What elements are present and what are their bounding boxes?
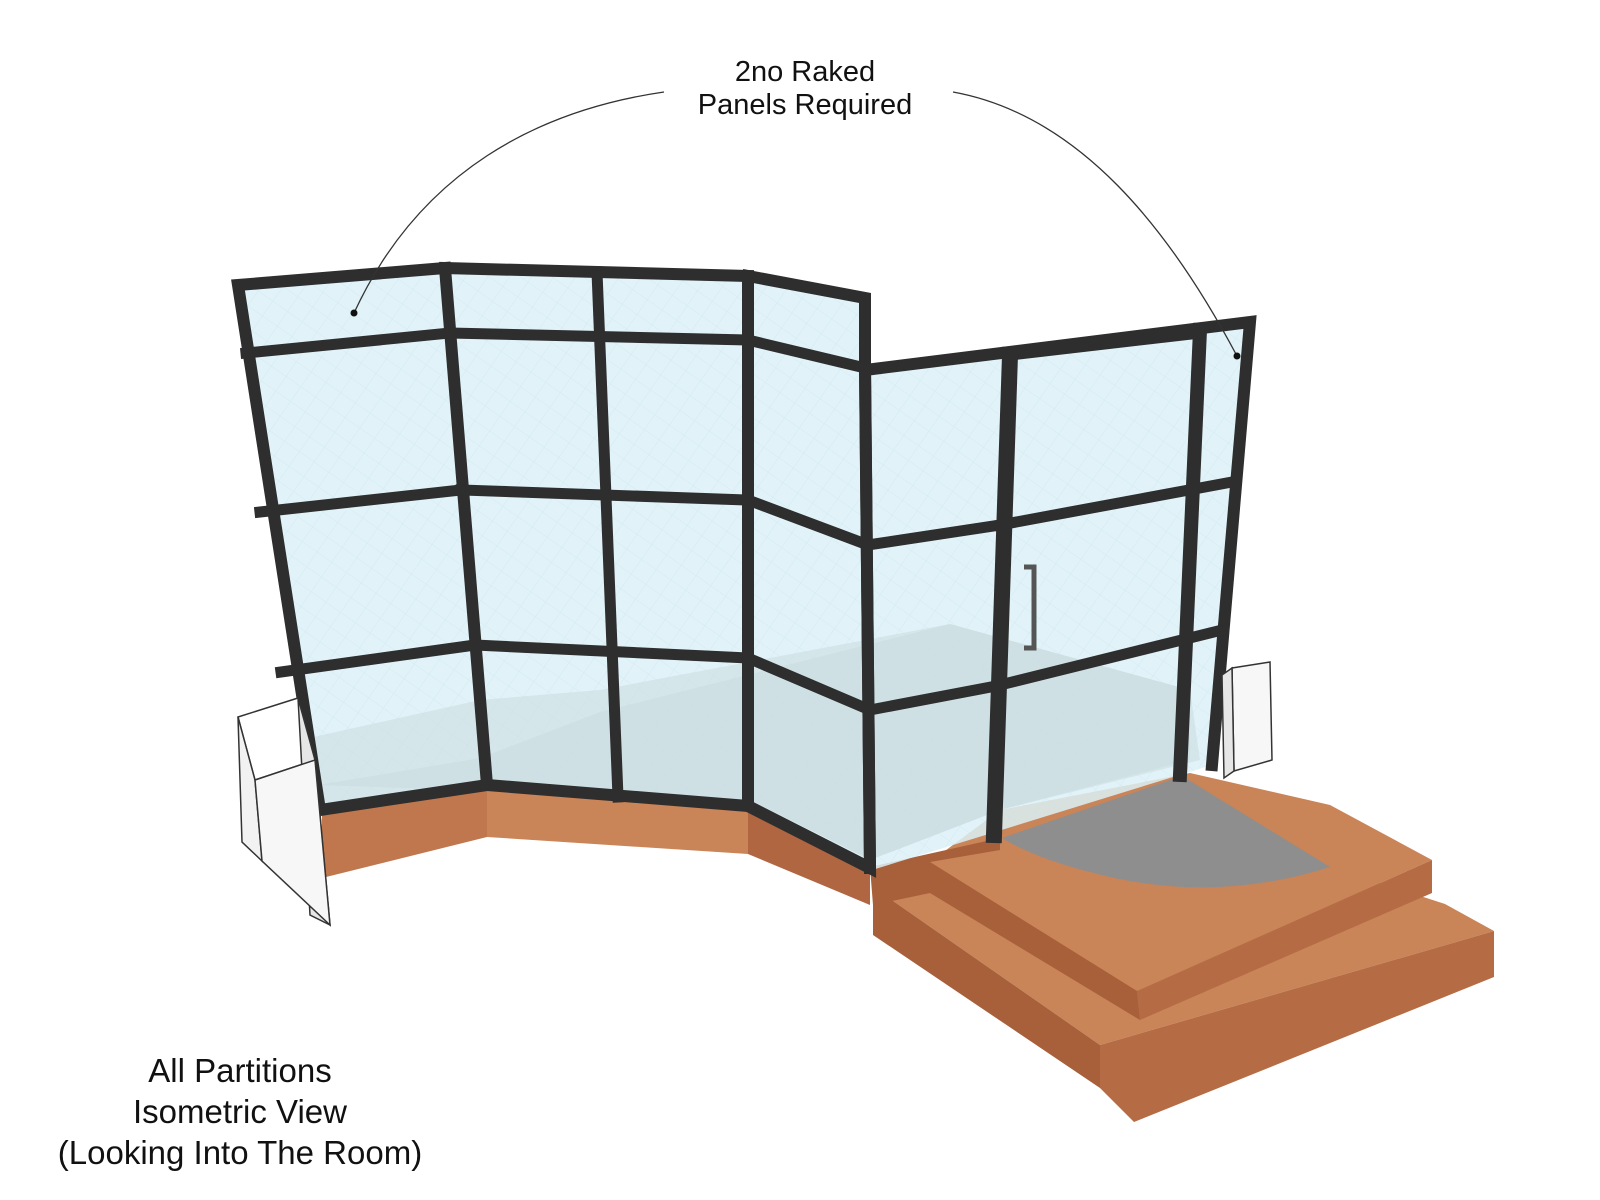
frame-angled-transom-3	[740, 650, 878, 718]
upper-step-front	[1137, 860, 1432, 1020]
lower-step-front	[1100, 931, 1494, 1122]
leader-line-left	[353, 91, 665, 314]
lower-step-side	[873, 887, 1100, 1088]
frame-left-transom-3	[274, 638, 482, 679]
frame-middle-transom-2	[455, 484, 754, 506]
steel-frame	[231, 261, 1257, 878]
frame-middle-transom-3	[469, 639, 754, 664]
wall-end-block-right	[1221, 661, 1273, 780]
timber-steps	[873, 773, 1494, 1122]
upper-step-side	[930, 862, 1140, 1020]
wall-end-block-left	[237, 697, 331, 927]
caption-line-1: All Partitions	[148, 1052, 332, 1089]
frame-door-transom-2	[989, 623, 1229, 693]
frame-door-transom-1	[993, 475, 1239, 532]
caption-line-3: (Looking Into The Room)	[57, 1134, 423, 1171]
frame-middle-transom-1	[444, 327, 754, 346]
leader-dot-right	[1233, 352, 1241, 360]
door-pull-handle	[1024, 564, 1037, 651]
frame-angled-transom-1	[741, 333, 872, 375]
frame-right-transom-2	[863, 679, 1003, 717]
threshold-plate	[1002, 776, 1330, 888]
leader-line-right	[952, 91, 1238, 357]
frame-middle-mullion	[591, 266, 624, 803]
frame-left-transom-2	[253, 483, 468, 519]
frame-door-jamb-right	[1172, 322, 1208, 783]
plinth-right-face	[748, 806, 870, 905]
frame-right-transom-1	[861, 518, 1007, 552]
frame-door-jamb-left	[985, 346, 1019, 844]
drawing-caption: All Partitions Isometric View (Looking I…	[20, 1050, 460, 1173]
frame-door-top-rail	[1003, 326, 1207, 362]
leader-dot-left	[350, 309, 358, 317]
frame-angled-transom-2	[740, 492, 876, 553]
callout-leaders	[353, 91, 1238, 357]
callout-line-1: 2no Raked	[734, 56, 876, 88]
plinth-return-face	[870, 838, 1000, 905]
caption-line-2: Isometric View	[133, 1093, 347, 1130]
raked-panels-callout: 2no Raked Panels Required	[640, 56, 970, 122]
callout-line-2: Panels Required	[697, 89, 913, 121]
frame-left-transom-1	[239, 326, 457, 360]
